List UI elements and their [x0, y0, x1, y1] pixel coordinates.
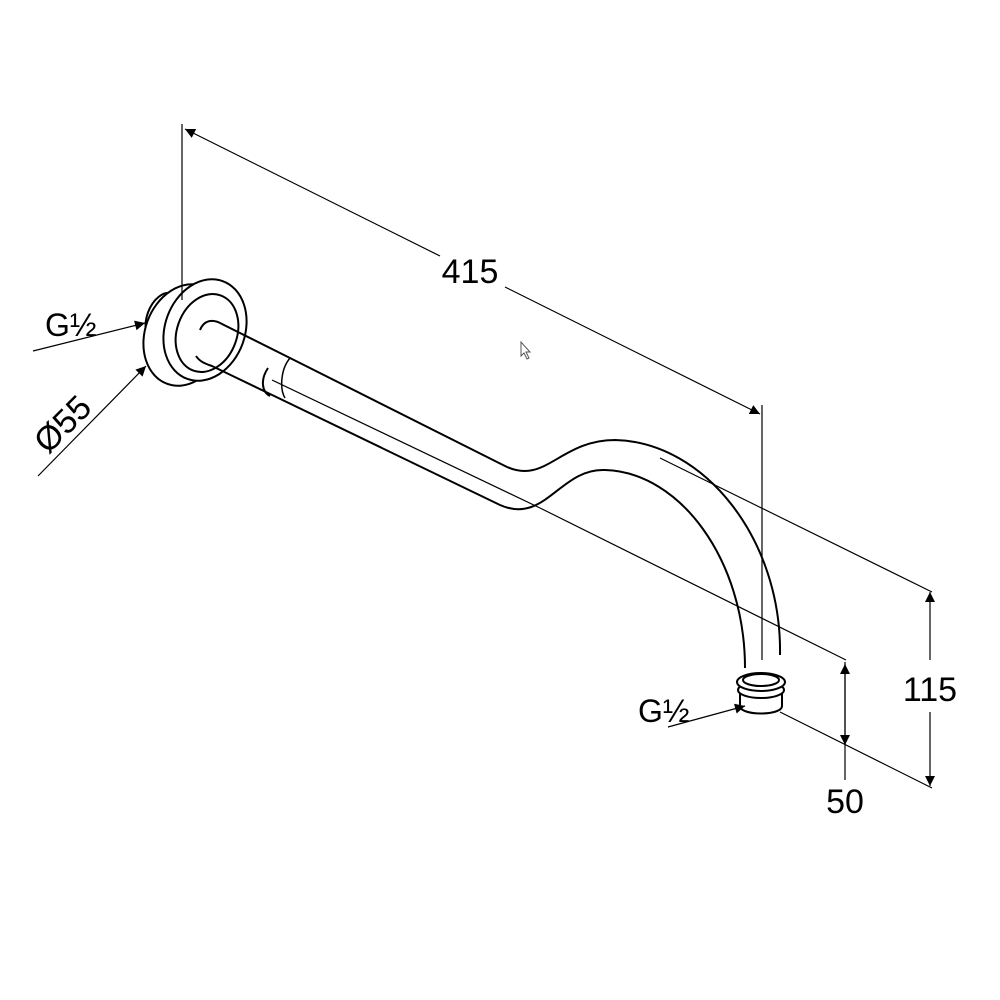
dimension-height-total-label: 115	[903, 671, 957, 709]
wall-flange	[142, 278, 248, 387]
outlet-fitting	[736, 672, 786, 715]
thread-outlet-label: G½	[638, 693, 690, 729]
shower-arm-pipe	[195, 319, 782, 669]
dimension-length-label: 415	[442, 253, 499, 291]
flange-diameter-label: Ø55	[27, 388, 99, 460]
mouse-cursor-icon	[520, 340, 532, 360]
thread-inlet-label: G½	[45, 307, 97, 343]
dimension-lines	[32, 124, 935, 789]
dimension-height-outlet-label: 50	[826, 783, 864, 821]
